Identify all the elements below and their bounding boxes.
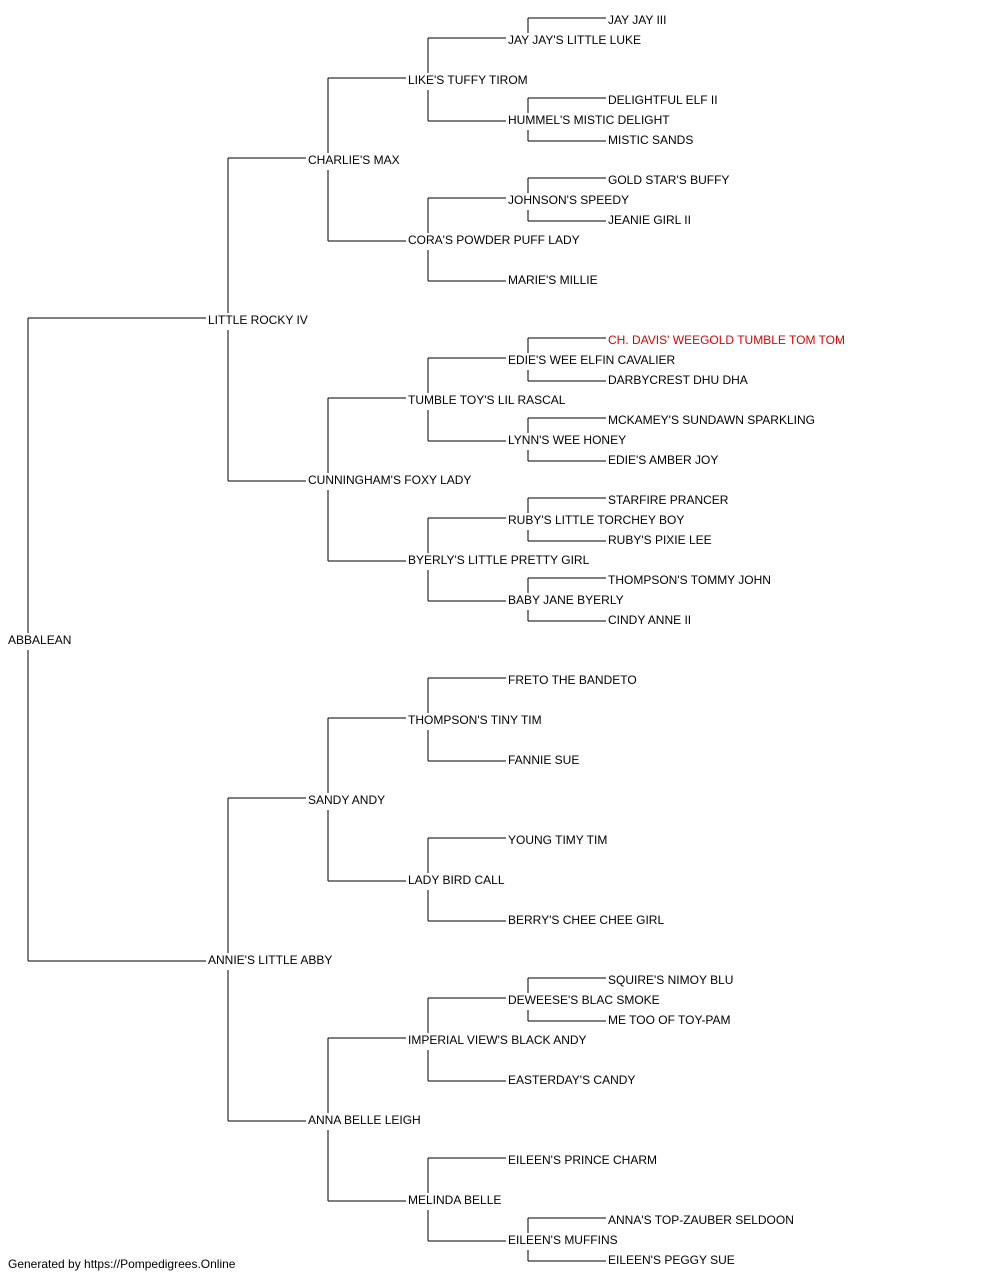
dog-name-gen3: THOMPSON'S TINY TIM <box>408 713 542 727</box>
dog-name-gen4: BABY JANE BYERLY <box>508 593 624 607</box>
dog-name-gen4: HUMMEL'S MISTIC DELIGHT <box>508 113 670 127</box>
dog-name-gen4: MARIE'S MILLIE <box>508 273 598 287</box>
dog-name-gen5: ANNA'S TOP-ZAUBER SELDOON <box>608 1213 794 1227</box>
dog-name-gen5: SQUIRE'S NIMOY BLU <box>608 973 733 987</box>
dog-name-gen5: MISTIC SANDS <box>608 133 693 147</box>
dog-name-gen4: BERRY'S CHEE CHEE GIRL <box>508 913 664 927</box>
dog-name-gen5: EILEEN'S PEGGY SUE <box>608 1253 735 1267</box>
dog-name-gen3: IMPERIAL VIEW'S BLACK ANDY <box>408 1033 587 1047</box>
dog-name-gen4: EASTERDAY'S CANDY <box>508 1073 635 1087</box>
dog-name-gen4: EILEEN'S PRINCE CHARM <box>508 1153 657 1167</box>
dog-name-gen5: EDIE'S AMBER JOY <box>608 453 718 467</box>
dog-name-gen2: CHARLIE'S MAX <box>308 153 400 167</box>
dog-name-gen3: LADY BIRD CALL <box>408 873 505 887</box>
dog-name-gen4: EILEEN'S MUFFINS <box>508 1233 618 1247</box>
dog-name-gen2: CUNNINGHAM'S FOXY LADY <box>308 473 471 487</box>
dog-name-gen5: STARFIRE PRANCER <box>608 493 729 507</box>
dog-name-gen4: FRETO THE BANDETO <box>508 673 637 687</box>
dog-name-gen4: JAY JAY'S LITTLE LUKE <box>508 33 641 47</box>
dog-name-gen5: JAY JAY III <box>608 13 666 27</box>
dog-name-gen5: MCKAMEY'S SUNDAWN SPARKLING <box>608 413 815 427</box>
dog-name-gen4: LYNN'S WEE HONEY <box>508 433 626 447</box>
dog-name-gen4: YOUNG TIMY TIM <box>508 833 607 847</box>
dog-name-gen5: GOLD STAR'S BUFFY <box>608 173 729 187</box>
dog-name-gen5: RUBY'S PIXIE LEE <box>608 533 712 547</box>
dog-name-gen5: JEANIE GIRL II <box>608 213 691 227</box>
dog-name-gen4: JOHNSON'S SPEEDY <box>508 193 629 207</box>
dog-name-gen3: BYERLY'S LITTLE PRETTY GIRL <box>408 553 590 567</box>
dog-name-gen1: LITTLE ROCKY IV <box>208 313 308 327</box>
dog-name-gen3: TUMBLE TOY'S LIL RASCAL <box>408 393 566 407</box>
dog-name-gen3: MELINDA BELLE <box>408 1193 501 1207</box>
dog-name-gen4: DEWEESE'S BLAC SMOKE <box>508 993 660 1007</box>
dog-name-gen4: FANNIE SUE <box>508 753 579 767</box>
dog-name-gen5: DARBYCREST DHU DHA <box>608 373 748 387</box>
dog-name-gen0: ABBALEAN <box>8 633 71 647</box>
dog-name-gen3: CORA'S POWDER PUFF LADY <box>408 233 580 247</box>
dog-name-gen5: ME TOO OF TOY-PAM <box>608 1013 730 1027</box>
dog-name-gen3: LIKE'S TUFFY TIROM <box>408 73 528 87</box>
dog-name-gen2: ANNA BELLE LEIGH <box>308 1113 421 1127</box>
dog-name-gen4: EDIE'S WEE ELFIN CAVALIER <box>508 353 676 367</box>
dog-name-gen5: CH. DAVIS' WEEGOLD TUMBLE TOM TOM <box>608 333 845 347</box>
dog-name-gen5: CINDY ANNE II <box>608 613 691 627</box>
dog-name-gen5: DELIGHTFUL ELF II <box>608 93 718 107</box>
dog-name-gen2: SANDY ANDY <box>308 793 385 807</box>
dog-name-gen1: ANNIE'S LITTLE ABBY <box>208 953 332 967</box>
generated-by-footer: Generated by https://Pompedigrees.Online <box>8 1257 236 1271</box>
dog-name-gen5: THOMPSON'S TOMMY JOHN <box>608 573 771 587</box>
dog-name-gen4: RUBY'S LITTLE TORCHEY BOY <box>508 513 684 527</box>
